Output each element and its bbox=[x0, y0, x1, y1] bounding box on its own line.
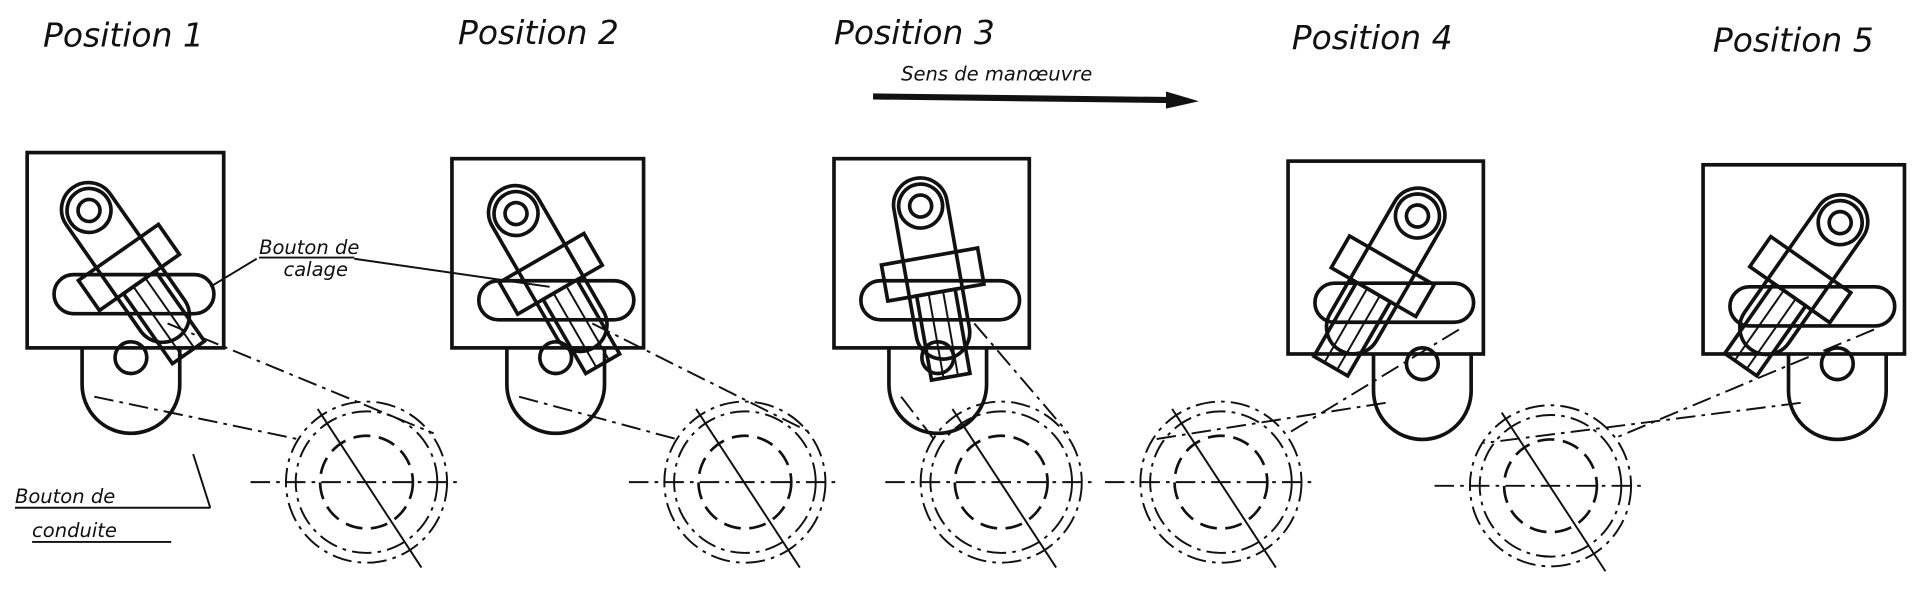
svg-text:calage: calage bbox=[283, 258, 347, 281]
guide-slot bbox=[1728, 285, 1897, 328]
pivot-hole bbox=[113, 339, 149, 376]
lever-eye-bore bbox=[1827, 209, 1854, 236]
lower-lug bbox=[1786, 353, 1889, 442]
housing-plate bbox=[25, 150, 226, 350]
drive-wheel-hub bbox=[318, 434, 415, 530]
lever-body bbox=[59, 180, 192, 345]
bouton-de-calage-block bbox=[1747, 234, 1854, 326]
position-1-title: Position 1 bbox=[43, 15, 204, 54]
position-3-title: Position 3 bbox=[834, 13, 995, 52]
drive-wheel-hub bbox=[1173, 434, 1269, 530]
lever-eye bbox=[1393, 192, 1442, 240]
link-line bbox=[167, 322, 435, 435]
diameter-line bbox=[695, 408, 801, 569]
link-line bbox=[973, 322, 1070, 434]
mechanism-position-3 bbox=[832, 156, 1093, 569]
housing-plate bbox=[450, 156, 646, 350]
lower-lug bbox=[505, 347, 607, 436]
lever-arm bbox=[59, 180, 207, 367]
lever-eye-bore bbox=[1404, 203, 1431, 229]
lever-eye bbox=[65, 186, 113, 235]
lever-eye-bore bbox=[907, 193, 934, 219]
lever-arm bbox=[879, 176, 987, 383]
svg-text:Bouton de: Bouton de bbox=[259, 236, 359, 259]
lever-eye bbox=[1816, 198, 1864, 247]
bouton-de-conduite-shank bbox=[540, 277, 623, 376]
lever-eye-bore bbox=[503, 200, 529, 227]
position-2-title: Position 2 bbox=[458, 13, 619, 52]
housing-plate bbox=[832, 156, 1032, 350]
pivot-hole bbox=[1404, 346, 1441, 382]
diameter-line bbox=[316, 408, 423, 569]
guide-slot bbox=[52, 272, 216, 316]
bouton-de-calage-block bbox=[1328, 233, 1437, 320]
diameter-line bbox=[1171, 408, 1277, 569]
direction-arrow-icon bbox=[873, 91, 1199, 109]
svg-text:conduite: conduite bbox=[32, 519, 117, 542]
mechanism-position-4 bbox=[1104, 159, 1486, 569]
guide-slot bbox=[1313, 281, 1476, 325]
lever-eye bbox=[492, 189, 540, 238]
lever-body bbox=[1737, 192, 1870, 357]
position-5-title: Position 5 bbox=[1713, 20, 1874, 59]
link-line bbox=[1287, 328, 1460, 435]
direction-label: Sens de manœuvre bbox=[901, 63, 1092, 86]
bouton-de-conduite-shank bbox=[914, 287, 973, 383]
lever-body bbox=[1324, 186, 1447, 356]
link-line bbox=[591, 322, 813, 435]
guide-slot bbox=[859, 278, 1022, 322]
pivot-hole bbox=[1819, 346, 1856, 382]
link-line bbox=[1617, 328, 1875, 438]
mechanism-position-5 bbox=[1434, 162, 1907, 572]
bouton-de-conduite-shank bbox=[120, 268, 207, 367]
link-line bbox=[1483, 401, 1801, 445]
bouton-de-conduite-shank bbox=[1722, 280, 1809, 379]
lever-eye-bore bbox=[76, 197, 102, 224]
diameter-line bbox=[1500, 412, 1607, 572]
callout-bouton-de-conduite: Bouton de conduite bbox=[14, 453, 212, 543]
lever-arm bbox=[486, 183, 623, 376]
position-4-title: Position 4 bbox=[1292, 18, 1453, 57]
lower-lug bbox=[1371, 353, 1473, 442]
drive-wheel-hub bbox=[1502, 438, 1599, 534]
lever-body bbox=[486, 183, 609, 354]
link-line bbox=[1153, 401, 1386, 441]
lower-lug bbox=[80, 347, 182, 436]
housing-plate bbox=[1286, 159, 1486, 356]
svg-text:Bouton de: Bouton de bbox=[15, 485, 115, 508]
bouton-de-calage-block bbox=[496, 231, 605, 317]
bouton-de-conduite-shank bbox=[1311, 279, 1393, 379]
lower-lug bbox=[887, 347, 989, 436]
lever-eye bbox=[896, 182, 945, 230]
link-line bbox=[518, 395, 679, 441]
mechanism-position-2 bbox=[450, 156, 837, 569]
drive-wheel-hub bbox=[697, 434, 793, 530]
housing-plate bbox=[1701, 162, 1907, 356]
diameter-line bbox=[951, 408, 1057, 569]
drive-wheel-hub bbox=[953, 434, 1049, 530]
mechanism-position-1 bbox=[25, 150, 459, 569]
lever-arm bbox=[1722, 192, 1870, 379]
lever-body bbox=[891, 176, 972, 361]
lever-arm bbox=[1311, 186, 1447, 379]
pivot-hole bbox=[537, 339, 574, 376]
bouton-de-calage-block bbox=[75, 221, 182, 313]
link-line bbox=[900, 396, 935, 441]
